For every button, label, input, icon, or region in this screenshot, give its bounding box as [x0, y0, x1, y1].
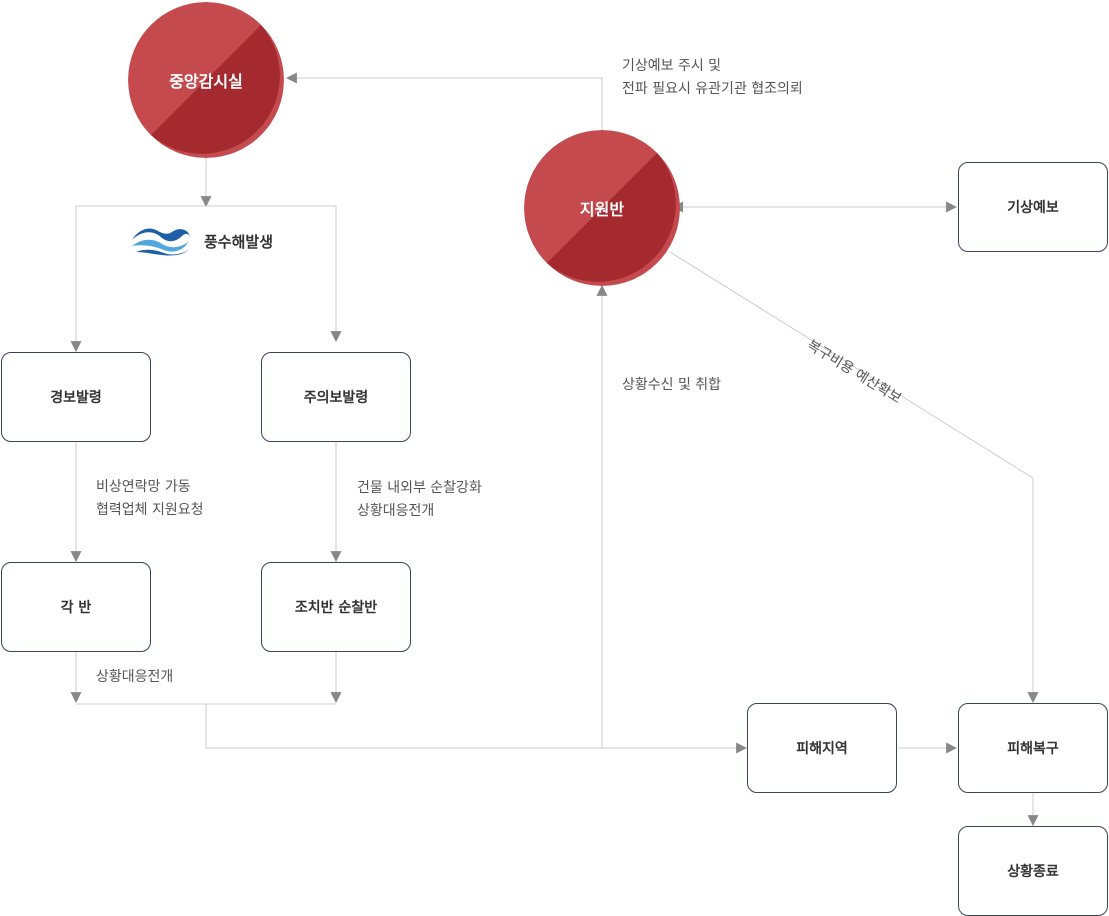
alarm-note-line1: 비상연락망 가동	[96, 479, 191, 495]
patrol-team-box: 조치반 순찰반	[261, 562, 411, 652]
alarm-issue-box: 경보발령	[1, 352, 151, 442]
central-monitoring-circle: 중앙감시실	[128, 2, 284, 158]
flood-occurrence: 풍수해발생	[130, 226, 273, 256]
each-team-box: 각 반	[1, 562, 151, 652]
alarm-note-line2: 협력업체 지원요청	[96, 502, 204, 518]
central-monitoring-label: 중앙감시실	[169, 72, 243, 91]
forecast-note: 기상예보 주시 및 전파 필요시 유관기관 협조의뢰	[622, 55, 803, 101]
edge-merge-to-damage	[205, 704, 748, 754]
situation-end-box: 상황종료	[958, 826, 1108, 916]
edge-support-to-central	[285, 72, 603, 130]
damage-recovery-box: 피해복구	[958, 703, 1108, 793]
caution-note: 건물 내외부 순찰강화 상황대응전개	[357, 477, 482, 523]
flood-occurrence-label: 풍수해발생	[204, 232, 274, 251]
edge-split-right	[206, 205, 342, 343]
support-team-circle: 지원반	[524, 130, 680, 286]
edge-support-to-recovery	[669, 251, 1039, 704]
forecast-note-line1: 기상예보 주시 및	[622, 58, 722, 74]
wave-logo-icon	[132, 228, 190, 256]
caution-issue-box: 주의보발령	[261, 352, 411, 442]
forecast-note-line2: 전파 필요시 유관기관 협조의뢰	[622, 81, 803, 97]
support-team-label: 지원반	[579, 200, 625, 219]
alarm-note: 비상연락망 가동 협력업체 지원요청	[96, 476, 204, 522]
caution-note-line2: 상황대응전개	[357, 503, 435, 519]
response-note: 상황대응전개	[96, 669, 174, 685]
receive-note: 상황수신 및 취합	[622, 377, 722, 393]
edge-split-left	[70, 205, 206, 353]
caution-note-line1: 건물 내외부 순찰강화	[357, 480, 482, 496]
weather-forecast-box: 기상예보	[958, 162, 1108, 252]
damage-area-box: 피해지역	[747, 703, 897, 793]
